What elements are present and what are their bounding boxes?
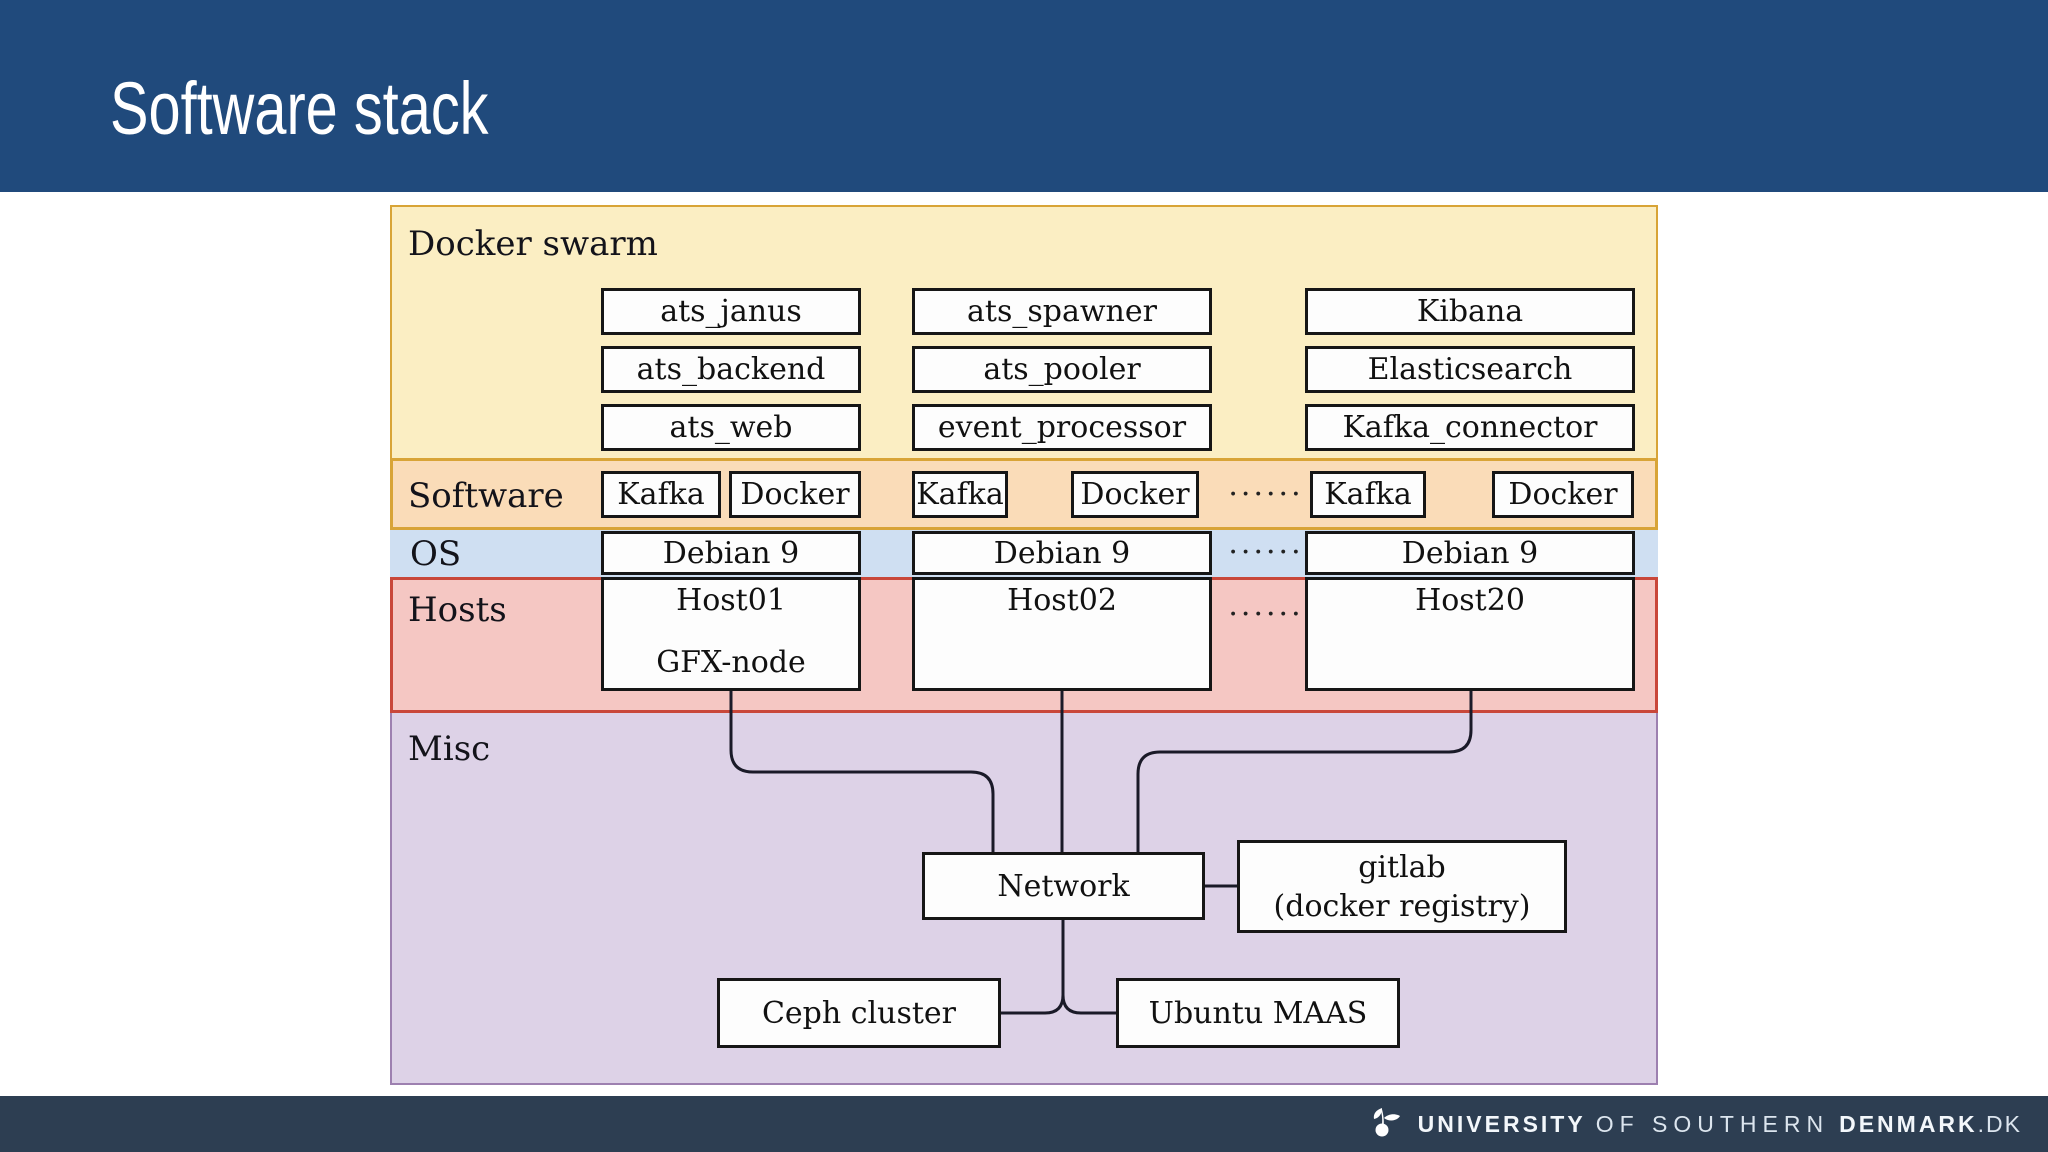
footer-denmark: DENMARK: [1839, 1110, 1978, 1137]
label-os: OS: [410, 534, 462, 574]
software-box-kafka-2: Kafka: [912, 471, 1008, 518]
gitlab-node: gitlab (docker registry): [1237, 840, 1567, 933]
network-node: Network: [922, 852, 1205, 920]
footer-university: UNIVERSITY: [1417, 1110, 1586, 1137]
footer-content: UNIVERSITY OF SOUTHERN DENMARK .DK: [1368, 1096, 2022, 1152]
host-name: Host20: [1415, 583, 1525, 618]
software-box-kafka-3: Kafka: [1310, 471, 1426, 518]
service-box-kibana: Kibana: [1305, 288, 1635, 335]
line-host20-network: [1136, 691, 1473, 852]
university-logo-icon: [1373, 1108, 1400, 1137]
host-box-host01: Host01 GFX-node: [601, 577, 861, 691]
label-software: Software: [408, 476, 564, 516]
service-box-event-processor: event_processor: [912, 404, 1212, 451]
label-misc: Misc: [408, 729, 491, 769]
software-box-docker-3: Docker: [1492, 471, 1634, 518]
service-box-elasticsearch: Elasticsearch: [1305, 346, 1635, 393]
ellipsis-os: ······: [1228, 535, 1304, 570]
footer-dk: .DK: [1977, 1110, 2022, 1137]
os-box-debian-2: Debian 9: [912, 531, 1212, 575]
service-box-ats-backend: ats_backend: [601, 346, 861, 393]
ellipsis-software: ······: [1228, 477, 1304, 512]
header-banner: Software stack: [0, 0, 2048, 192]
host-name: Host01: [676, 583, 786, 618]
software-box-kafka-1: Kafka: [601, 471, 721, 518]
page-title: Software stack: [110, 67, 489, 150]
gitlab-subtitle: (docker registry): [1273, 888, 1531, 924]
service-box-ats-web: ats_web: [601, 404, 861, 451]
host-name: Host02: [1007, 583, 1117, 618]
host-box-host02: Host02: [912, 577, 1212, 691]
line-network-ceph: [1001, 920, 1065, 1015]
label-hosts: Hosts: [408, 590, 507, 630]
label-docker-swarm: Docker swarm: [408, 224, 658, 264]
software-box-docker-2: Docker: [1071, 471, 1199, 518]
software-box-docker-1: Docker: [729, 471, 861, 518]
gitlab-title: gitlab: [1358, 849, 1446, 885]
service-box-kafka-connector: Kafka_connector: [1305, 404, 1635, 451]
band-software: [390, 458, 1658, 530]
line-host01-network: [729, 691, 995, 852]
host-note: GFX-node: [656, 645, 806, 680]
service-box-ats-spawner: ats_spawner: [912, 288, 1212, 335]
footer-of-southern: OF SOUTHERN: [1595, 1110, 1830, 1137]
ubuntu-maas-node: Ubuntu MAAS: [1116, 978, 1400, 1048]
os-box-debian-3: Debian 9: [1305, 531, 1635, 575]
ellipsis-hosts: ······: [1228, 597, 1304, 632]
service-box-ats-pooler: ats_pooler: [912, 346, 1212, 393]
ceph-cluster-node: Ceph cluster: [717, 978, 1001, 1048]
os-box-debian-1: Debian 9: [601, 531, 861, 575]
host-box-host20: Host20: [1305, 577, 1635, 691]
line-network-maas: [1061, 994, 1116, 1015]
service-box-ats-janus: ats_janus: [601, 288, 861, 335]
footer-bar: UNIVERSITY OF SOUTHERN DENMARK .DK: [0, 1096, 2048, 1152]
